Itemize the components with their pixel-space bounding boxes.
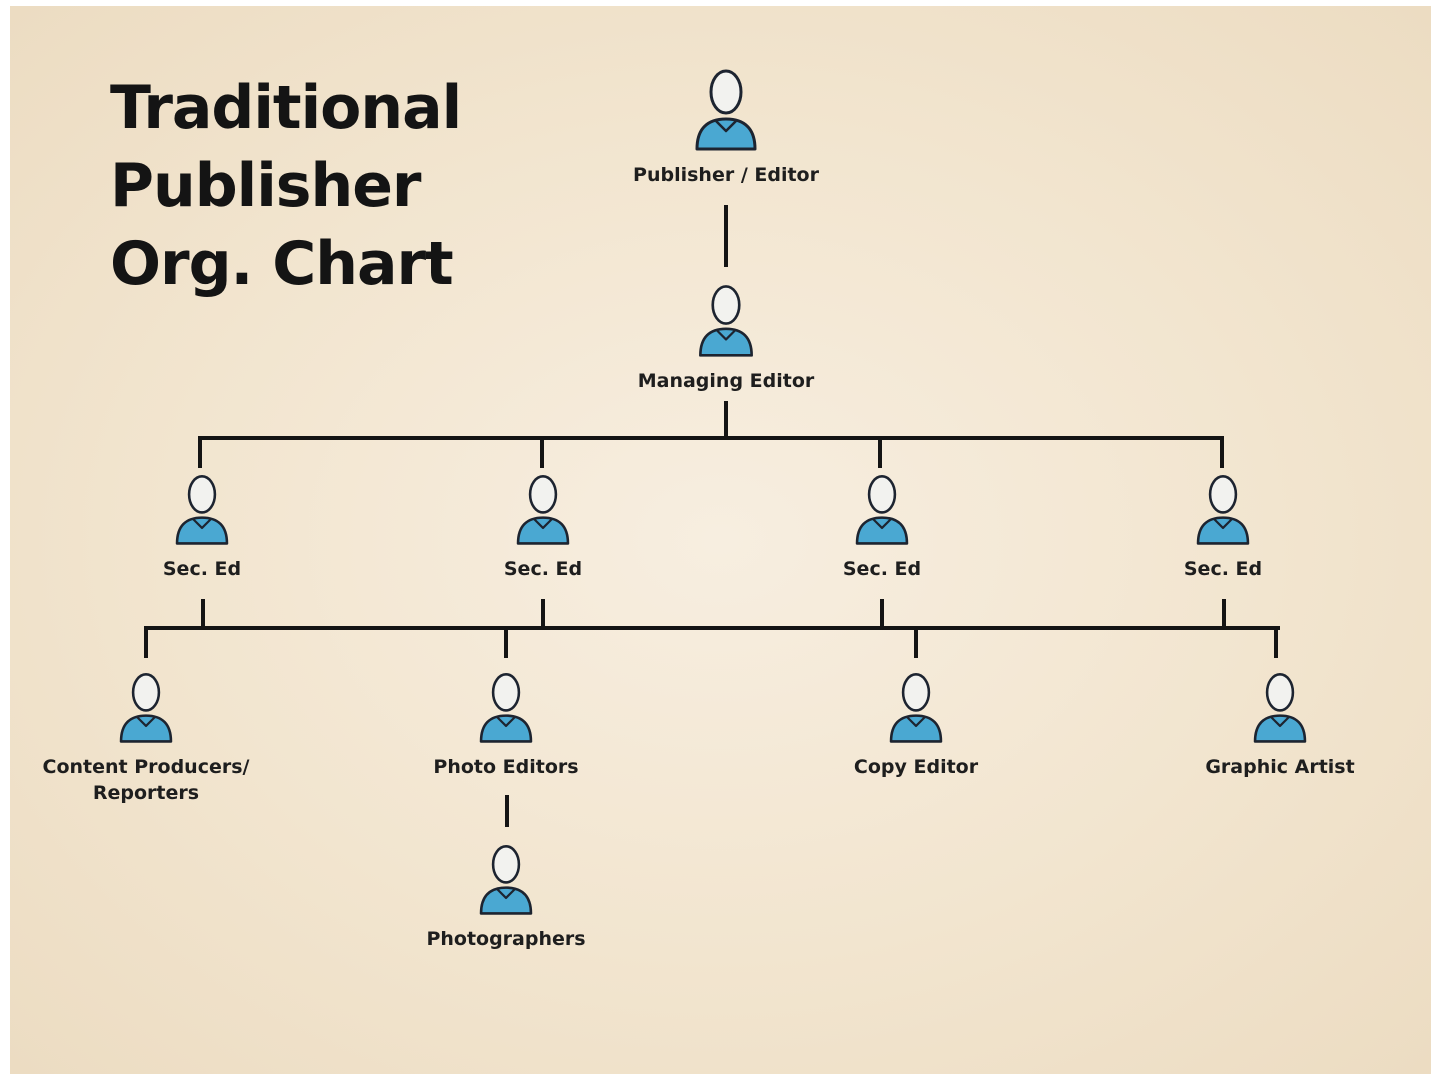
node-label: Sec. Ed xyxy=(842,558,922,580)
node-publisher-editor: Publisher / Editor xyxy=(606,66,846,188)
person-icon xyxy=(695,69,757,151)
connector-sec-ed-2-up xyxy=(541,599,545,629)
org-chart-canvas: Traditional Publisher Org. Chart Publish… xyxy=(10,6,1431,1074)
connector-staff-bus xyxy=(144,626,1280,630)
connector-section-bus xyxy=(198,436,1224,440)
chart-title-line-2: Publisher xyxy=(110,151,421,221)
person-icon xyxy=(1196,475,1250,545)
node-sec-ed-4: Sec. Ed xyxy=(1103,472,1343,582)
node-photo-editors: Photo Editors xyxy=(386,670,626,780)
chart-title-line-1: Traditional xyxy=(110,73,462,143)
node-label: Copy Editor xyxy=(853,756,979,778)
node-label: Sec. Ed xyxy=(1183,558,1263,580)
node-sec-ed-3: Sec. Ed xyxy=(762,472,1002,582)
connector-graphic-artist-drop xyxy=(1274,626,1278,658)
person-icon xyxy=(889,673,943,743)
node-label-line-2: Reporters xyxy=(92,782,200,804)
person-icon xyxy=(516,475,570,545)
connector-sec-ed-4-drop xyxy=(1220,436,1224,468)
node-graphic-artist: Graphic Artist xyxy=(1160,670,1400,780)
connector-content-producers-drop xyxy=(144,626,148,658)
person-icon xyxy=(175,475,229,545)
connector-sec-ed-2-drop xyxy=(540,436,544,468)
person-icon xyxy=(479,673,533,743)
node-label: Photo Editors xyxy=(433,756,579,778)
node-sec-ed-2: Sec. Ed xyxy=(423,472,663,582)
connector-managing-down xyxy=(724,401,728,439)
node-label: Sec. Ed xyxy=(162,558,242,580)
connector-sec-ed-1-up xyxy=(201,599,205,629)
connector-publisher-to-managing xyxy=(724,205,728,267)
connector-photo-editors-to-photographers xyxy=(505,795,509,827)
node-label: Sec. Ed xyxy=(503,558,583,580)
node-copy-editor: Copy Editor xyxy=(796,670,1036,780)
person-icon xyxy=(1253,673,1307,743)
connector-photo-editors-drop xyxy=(504,626,508,658)
connector-sec-ed-3-drop xyxy=(878,436,882,468)
connector-copy-editor-drop xyxy=(914,626,918,658)
person-icon xyxy=(479,845,533,915)
connector-sec-ed-3-up xyxy=(880,599,884,629)
connector-sec-ed-1-drop xyxy=(198,436,202,468)
node-label: Managing Editor xyxy=(637,370,815,392)
node-label: Content Producers/ Reporters xyxy=(26,754,266,806)
person-icon xyxy=(855,475,909,545)
person-icon xyxy=(119,673,173,743)
node-label: Publisher / Editor xyxy=(633,164,819,186)
node-photographers: Photographers xyxy=(386,842,626,952)
node-sec-ed-1: Sec. Ed xyxy=(82,472,322,582)
node-content-producers: Content Producers/ Reporters xyxy=(26,670,266,806)
node-label: Graphic Artist xyxy=(1205,756,1355,778)
person-icon xyxy=(699,285,753,357)
chart-title-line-3: Org. Chart xyxy=(110,229,454,299)
node-managing-editor: Managing Editor xyxy=(606,282,846,394)
connector-sec-ed-4-up xyxy=(1222,599,1226,629)
node-label-line-1: Content Producers/ xyxy=(42,756,250,778)
node-label: Photographers xyxy=(426,928,586,950)
